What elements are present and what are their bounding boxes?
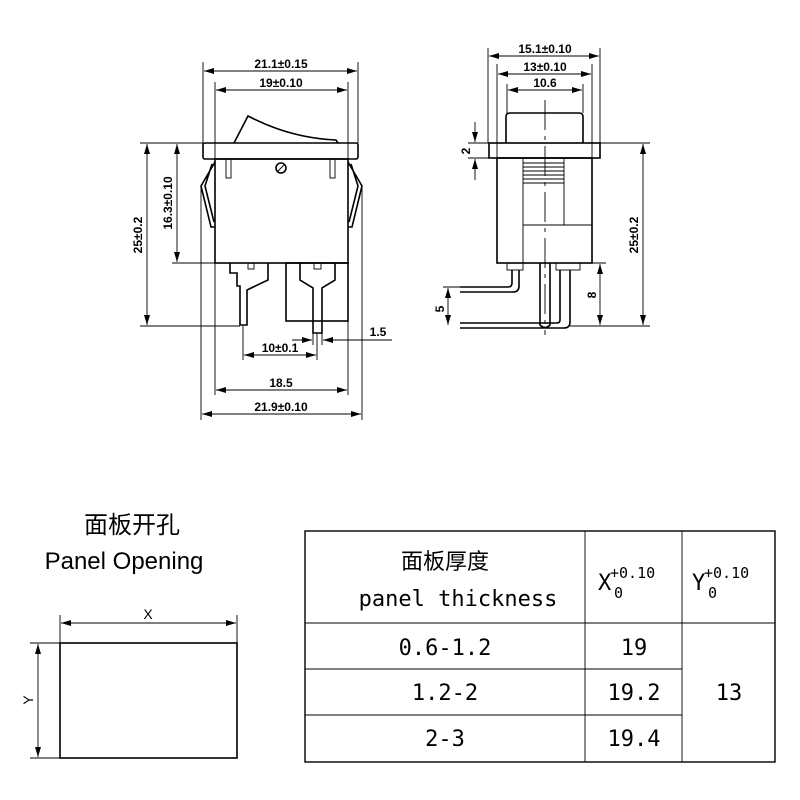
dim-overall-width: 21.9±0.10 [254,400,308,414]
rocker-actuator [233,114,339,144]
header-y: Y [692,571,705,596]
cap [505,112,584,143]
clip-right [347,161,363,228]
header-x-tol-upper: +0.10 [610,564,655,582]
side-flange [488,142,601,159]
row-thickness: 0.6-1.2 [399,636,492,661]
front-view: 21.1±0.15 19±0.10 25±0.2 16.3±0.10 10±0.… [131,57,392,420]
dim-body-width: 19±0.10 [259,76,303,90]
row-x: 19.4 [608,727,661,752]
dim-pin-width: 1.5 [370,325,387,339]
dim-total-height: 25±0.2 [131,216,145,253]
dim-pin-pitch: 10±0.1 [262,341,299,355]
dim-side-total-height: 25±0.2 [627,216,641,253]
panel-opening-title-cn: 面板开孔 [84,512,180,539]
side-body [496,157,593,264]
ribs [523,162,564,184]
opening-x-label: X [143,606,153,622]
header-x: X [598,571,612,596]
dim-side-flange-width: 15.1±0.10 [518,42,572,56]
header-y-tol-upper: +0.10 [704,564,749,582]
dim-flange-thickness: 2 [459,147,473,154]
row-x: 19.2 [608,681,661,706]
thickness-table: 面板厚度 panel thickness X +0.10 0 Y +0.10 0… [304,530,776,763]
tab-right [329,158,336,179]
panel-opening-title-en: Panel Opening [45,548,204,575]
header-thickness-cn: 面板厚度 [401,550,489,575]
clip-left [200,161,216,228]
y-value: 13 [716,681,743,706]
lead-lower [460,270,571,329]
side-view: 15.1±0.10 13±0.10 10.6 2 25±0.2 8 5 [433,42,650,335]
row-thickness: 1.2-2 [412,681,478,706]
opening-y-label: Y [20,695,36,705]
dim-body-height: 16.3±0.10 [161,176,175,230]
dim-flange-width: 21.1±0.15 [254,57,308,71]
row-thickness: 2-3 [425,727,465,752]
dim-clip-width: 18.5 [269,376,293,390]
dim-bend-offset: 5 [433,305,447,312]
body [214,158,349,264]
header-thickness-en: panel thickness [359,587,558,612]
panel-opening: 面板开孔 Panel Opening X Y [20,512,238,759]
tab-left [225,158,232,179]
terminal-left [229,263,269,326]
terminal-right-housing [285,262,349,322]
header-x-tol-lower: 0 [614,584,623,602]
dim-pin-height: 8 [585,291,599,298]
opening-rect [59,642,238,759]
dim-side-body-width: 13±0.10 [523,60,567,74]
header-y-tol-lower: 0 [708,584,717,602]
row-x: 19 [621,636,648,661]
flange [202,142,359,160]
lead-upper [460,270,520,293]
screw-icon [275,162,287,174]
dim-cap-width: 10.6 [533,76,557,90]
